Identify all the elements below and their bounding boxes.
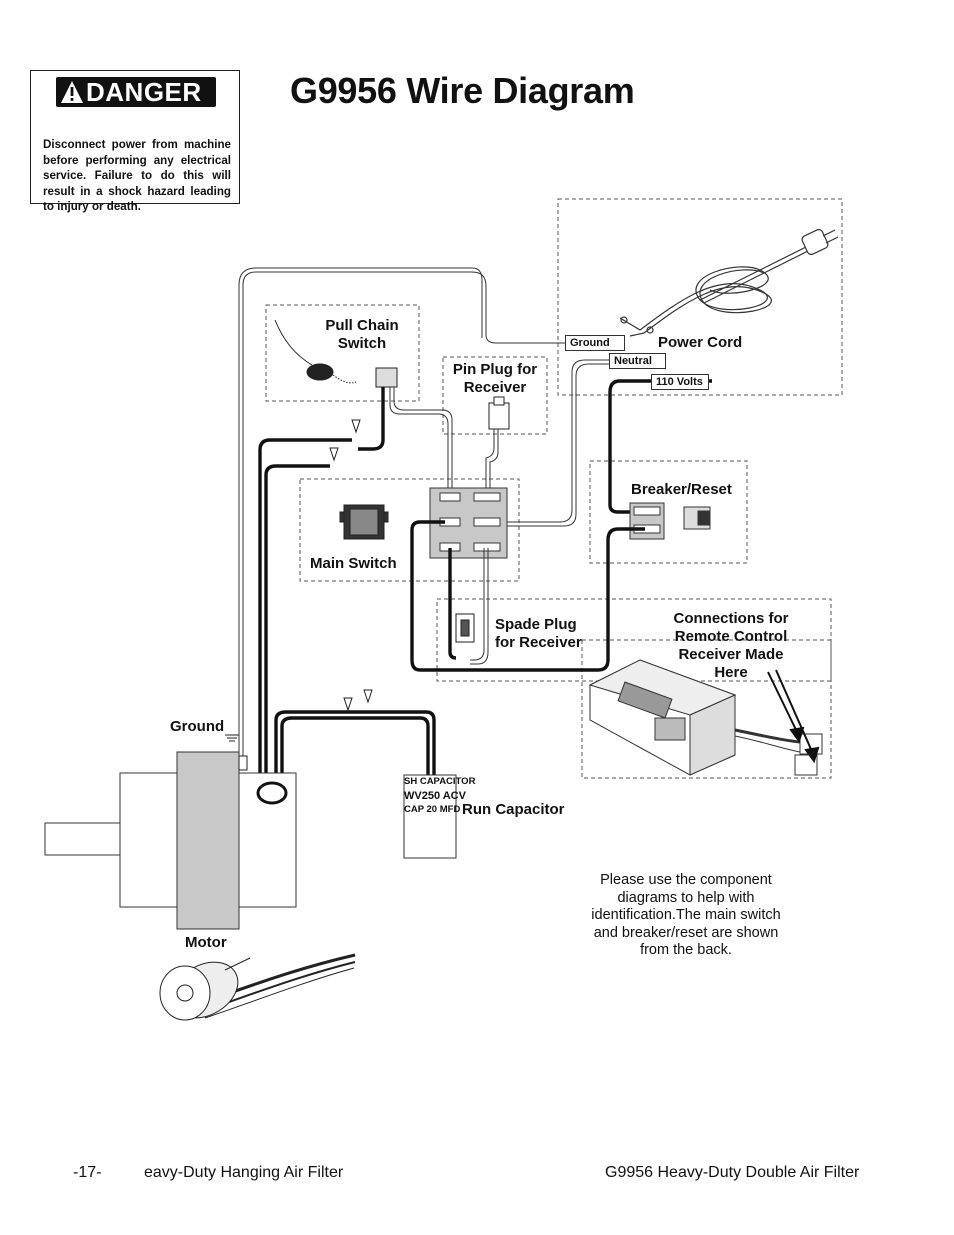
footer-right-title: G9956 Heavy-Duty Double Air Filter (605, 1164, 860, 1181)
wire-nut-icon (343, 689, 373, 712)
wire-nut-icon (329, 419, 361, 462)
motor-label: Motor (185, 934, 227, 951)
volts-tag: 110 Volts (651, 374, 709, 390)
page-title: G9956 Wire Diagram (290, 70, 635, 111)
breaker-reset-icon (629, 502, 711, 540)
remote-connections-label: Connections for Remote Control Receiver … (673, 610, 789, 681)
warning-triangle-icon (61, 81, 83, 103)
danger-text: Disconnect power from machine before per… (43, 138, 231, 213)
motor-picture-icon (159, 953, 356, 1021)
ground-label: Ground (170, 718, 225, 735)
ground-symbol-icon (225, 734, 248, 771)
pull-chain-switch-icon (274, 319, 398, 388)
power-cord-label: Power Cord (658, 334, 743, 351)
breaker-reset-label: Breaker/Reset (631, 481, 732, 498)
page-number: -17- (73, 1164, 102, 1181)
switch-terminal-block (429, 487, 508, 559)
danger-label: DANGER (86, 77, 202, 107)
capacitor-line-1: SH CAPACITOR (404, 776, 476, 787)
ground-tag: Ground (565, 335, 625, 351)
pin-plug-icon (488, 396, 510, 430)
pin-plug-region (442, 356, 548, 435)
danger-header: DANGER (56, 77, 216, 107)
power-cord-icon (619, 229, 839, 337)
remote-receiver-icon (588, 659, 823, 776)
spade-plug-label: Spade Plug for Receiver (495, 616, 582, 651)
identification-note: Please use the component diagrams to hel… (591, 872, 781, 958)
pin-plug-label: Pin Plug for Receiver (452, 361, 538, 396)
neutral-tag: Neutral (609, 353, 666, 369)
capacitor-line-2: WV250 ACV (404, 790, 466, 802)
pull-chain-region (265, 304, 420, 402)
danger-warning-box: DANGER Disconnect power from machine bef… (30, 70, 240, 213)
run-capacitor-icon (403, 774, 457, 859)
spade-plug-icon (455, 613, 475, 643)
remote-receiver-region (581, 639, 832, 779)
power-cord-region (557, 198, 843, 396)
run-capacitor-label: Run Capacitor (462, 801, 565, 818)
motor-icon (44, 751, 297, 930)
capacitor-line-3: CAP 20 MFD (404, 804, 461, 815)
main-switch-icon (339, 504, 389, 540)
main-switch-label: Main Switch (310, 555, 397, 572)
capacitor-text: SH CAPACITOR WV250 ACV CAP 20 MFD (404, 775, 476, 817)
breaker-region (589, 460, 748, 564)
footer-left-title: eavy-Duty Hanging Air Filter (144, 1164, 344, 1181)
pull-chain-switch-label: Pull Chain Switch (325, 317, 399, 352)
main-switch-region (299, 478, 520, 582)
